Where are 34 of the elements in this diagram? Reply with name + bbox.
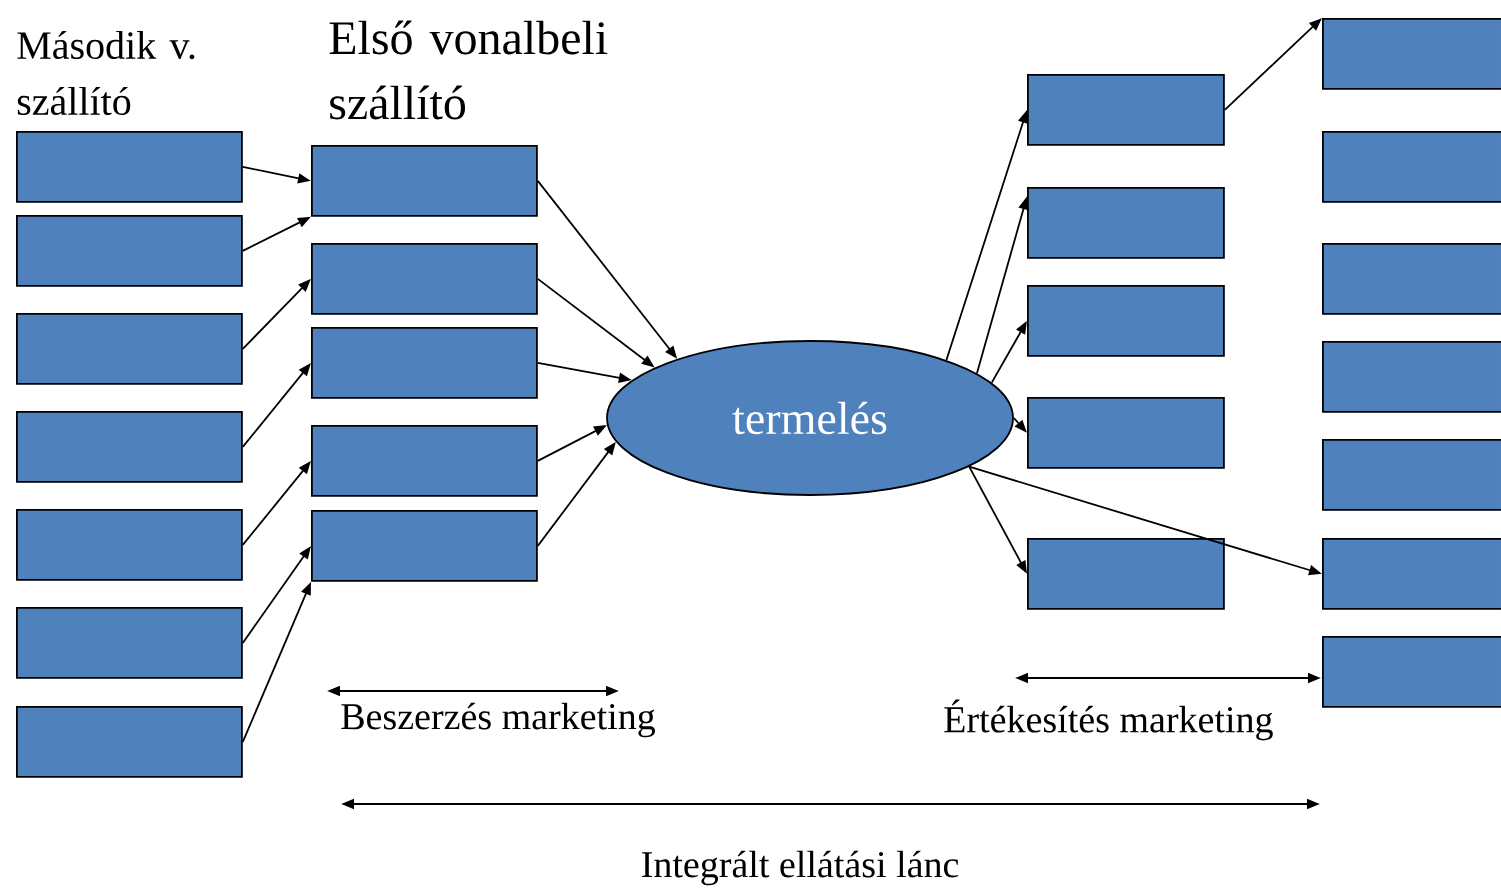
empty-box — [1322, 341, 1501, 413]
empty-box — [1027, 397, 1225, 469]
empty-box — [1027, 187, 1225, 259]
empty-box — [311, 243, 538, 315]
label: Integrált ellátási lánc — [642, 850, 959, 886]
empty-box — [311, 510, 538, 582]
arrow — [241, 363, 311, 448]
label: Második v. szállító — [17, 30, 195, 116]
empty-box — [311, 327, 538, 399]
arrow — [241, 461, 311, 546]
label: Beszerzés marketing — [341, 702, 655, 738]
arrow — [241, 279, 311, 350]
empty-box — [16, 706, 243, 778]
arrow — [1223, 18, 1322, 111]
label: Első vonalbeli szállító — [329, 20, 608, 120]
empty-box — [1027, 74, 1225, 146]
empty-box — [16, 131, 243, 203]
empty-box — [1322, 243, 1501, 315]
empty-box — [1322, 538, 1501, 610]
empty-box — [16, 509, 243, 581]
label: Értékesítés marketing — [944, 699, 1273, 741]
ellipse-node: termelés — [606, 340, 1014, 496]
empty-box — [311, 145, 538, 217]
empty-box — [16, 215, 243, 287]
empty-box — [1322, 131, 1501, 203]
empty-box — [16, 411, 243, 483]
empty-box — [1322, 439, 1501, 511]
empty-box — [1322, 636, 1501, 708]
empty-box — [311, 425, 538, 497]
empty-box — [1322, 18, 1501, 90]
empty-box — [1027, 538, 1225, 610]
empty-box — [1027, 285, 1225, 357]
empty-box — [16, 313, 243, 385]
empty-box — [16, 607, 243, 679]
